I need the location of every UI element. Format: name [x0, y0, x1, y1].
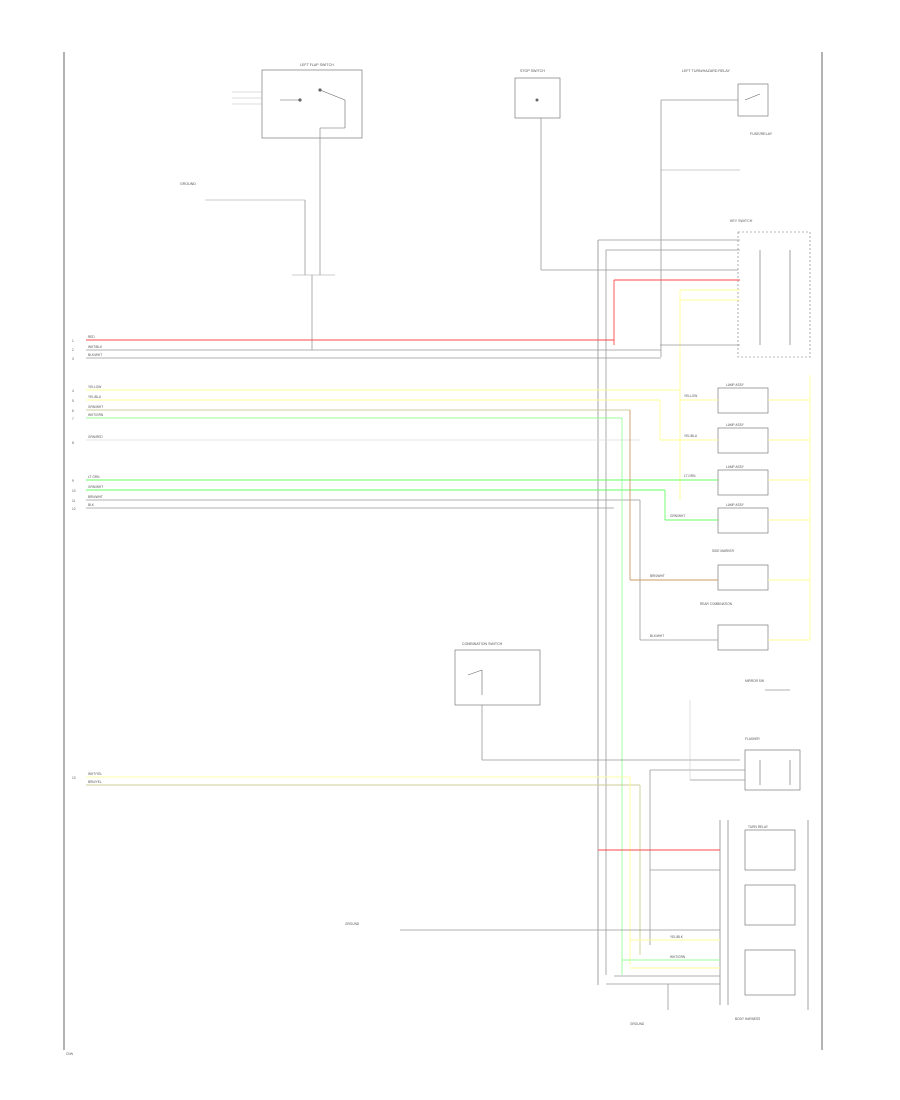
- left-switch-desc: [232, 91, 262, 105]
- wire-brn-wht-label: BRN/WHT: [88, 495, 103, 499]
- pin-13: 13: [72, 776, 76, 780]
- lamp-2-label: LAMP ASSY: [726, 423, 745, 427]
- key-switch-module: KEY SWITCH: [730, 219, 811, 358]
- ground-bottom-label: GROUND: [630, 1022, 645, 1026]
- ground-left-component: GROUND: [180, 182, 305, 201]
- mirror-switch-label: MIRROR SW: [745, 679, 764, 683]
- wire-lt-grn-2-label: GRN/WHT: [88, 485, 103, 489]
- wire-blk-wht-label: BLK/WHT: [88, 353, 102, 357]
- stop-switch-label: STOP SWITCH: [520, 69, 545, 73]
- left-ignition-switch: LEFT FLAP SWITCH: [261, 63, 363, 139]
- page-marker: CNN: [66, 1052, 74, 1056]
- lamp-assembly-2: LAMP ASSY YEL/BLU: [660, 423, 810, 454]
- body-bottom-label: BODY HARNESS: [735, 1017, 760, 1021]
- lamp-4-wire: GRN/WHT: [670, 514, 685, 518]
- right-relay-small-label: FUSE/RELAY: [750, 132, 773, 136]
- pin-8: 8: [72, 441, 74, 445]
- lower-wire-label-1: YEL/BLK: [670, 935, 684, 939]
- lamp-3-wire: LT GRN: [684, 474, 696, 478]
- right-relay-component: LEFT TURN/HAZARD RELAY FUSE/RELAY: [682, 69, 773, 136]
- lamp-3-label: LAMP ASSY: [726, 465, 745, 469]
- wire-brn-yel-label: BRN/YEL: [88, 780, 102, 784]
- wire-blk-label: BLK: [88, 503, 95, 507]
- pin-11: 11: [72, 499, 76, 503]
- lamp-6-label: REAR COMBINATION: [700, 602, 733, 606]
- right-relay-label: LEFT TURN/HAZARD RELAY: [682, 69, 731, 73]
- mirror-switch: MIRROR SW: [745, 679, 790, 691]
- lamp-5-wire: BRN/WHT: [650, 574, 665, 578]
- pin-12: 12: [72, 507, 76, 511]
- pin-9: 9: [72, 479, 74, 483]
- wire-wht-blk-label: WHT/BLK: [88, 345, 103, 349]
- pin-4: 4: [72, 389, 74, 393]
- wire-grn-red-label: GRN/RED: [88, 435, 103, 439]
- wire-wht-yel-label: WHT/YEL: [88, 772, 102, 776]
- wire-wht-grn-label: WHT/GRN: [88, 413, 104, 417]
- wire-grn-wht-label: GRN/WHT: [88, 405, 103, 409]
- lamp-2-wire: YEL/BLU: [684, 434, 698, 438]
- main-harness-middle: YELLOW YEL/BLU GRN/WHT WHT/GRN GRN/RED 4…: [72, 385, 680, 445]
- lamp-assembly-4: LAMP ASSY GRN/WHT: [665, 503, 810, 534]
- pin-5: 5: [72, 399, 74, 403]
- left-ignition-label: LEFT FLAP SWITCH: [300, 63, 334, 67]
- ground-symbol-left: GROUND: [345, 922, 440, 931]
- pin-2: 2: [72, 348, 74, 352]
- lower-harness: WHT/YEL BRN/YEL 13: [72, 772, 640, 786]
- ground-left-label: GROUND: [180, 182, 196, 186]
- wire-red-label: RED: [88, 335, 95, 339]
- lamp-7-label: TURN RELAY: [748, 825, 769, 829]
- wire-yellow-label: YELLOW: [88, 385, 101, 389]
- lamp-6-wire: BLK/WHT: [650, 634, 664, 638]
- flasher-unit: FLASHER: [744, 737, 801, 791]
- flasher-label: FLASHER: [745, 737, 760, 741]
- pin-3: 3: [72, 357, 74, 361]
- ground-left-bottom-label: GROUND: [345, 922, 360, 926]
- combination-switch: COMBINATION SWITCH: [454, 642, 541, 706]
- lamp-4-label: LAMP ASSY: [726, 503, 745, 507]
- wire-yel-blu-label: YEL/BLU: [88, 395, 102, 399]
- pin-7: 7: [72, 417, 74, 421]
- lower-module: TURN RELAY BODY HARNESS: [719, 820, 809, 1021]
- lamp-1-label: LAMP ASSY: [726, 383, 745, 387]
- combination-label: COMBINATION SWITCH: [462, 642, 503, 646]
- lamp-assembly-1: LAMP ASSY YELLOW: [680, 383, 810, 414]
- pin-1: 1: [72, 339, 74, 343]
- lamp-assembly-5: SIDE MARKER BRN/WHT: [630, 549, 810, 591]
- key-switch-label: KEY SWITCH: [730, 219, 753, 223]
- stop-switch-component: STOP SWITCH: [514, 69, 561, 119]
- main-harness-lower: LT GRN GRN/WHT BRN/WHT BLK 9 10 11 12: [72, 475, 680, 511]
- pin-6: 6: [72, 409, 74, 413]
- lower-wire-label-2: WHT/GRN: [670, 955, 686, 959]
- lamp-1-wire: YELLOW: [684, 394, 697, 398]
- lamp-assembly-6: REAR COMBINATION BLK/WHT: [640, 602, 810, 651]
- main-harness-upper: RED WHT/BLK BLK/WHT 1 2 3: [72, 335, 661, 361]
- lamp-5-label: SIDE MARKER: [712, 549, 735, 553]
- wire-lt-grn-label: LT GRN: [88, 475, 100, 479]
- lamp-assembly-3: LAMP ASSY LT GRN: [680, 465, 810, 496]
- pin-10: 10: [72, 489, 76, 493]
